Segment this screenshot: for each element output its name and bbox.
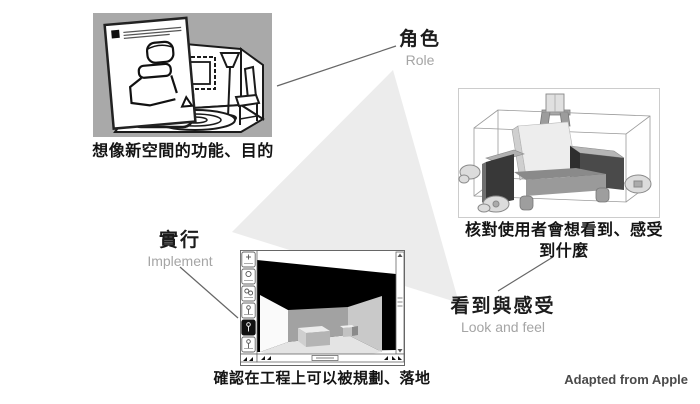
voxel-caption-line2: 到什麼 <box>539 243 589 260</box>
voxel-caption: 核對使用者會想看到、感受 到什麼 <box>446 220 682 262</box>
chair-sketch <box>234 65 261 125</box>
connector-lookfeel-line <box>497 256 554 292</box>
node-implement-zh: 實行 <box>158 230 201 251</box>
rendered-couch-box <box>298 326 330 347</box>
voxel-armchair <box>482 121 625 211</box>
node-implement: 實行 Implement <box>136 230 224 270</box>
credit-text: Adapted from Apple <box>564 372 688 387</box>
software-caption: 確認在工程上可以被規劃、落地 <box>213 370 431 387</box>
node-role: 角色 Role <box>378 29 462 69</box>
voxel-figure <box>458 88 660 218</box>
room-sketch-figure <box>93 13 272 137</box>
spec-card-sketch <box>103 16 197 130</box>
connector-implement-line <box>179 266 239 319</box>
cantilever-chair-sketch <box>128 40 178 107</box>
voxel-corner-objects <box>458 164 652 213</box>
sketch-caption: 想像新空間的功能、目的 <box>92 143 274 160</box>
rendered-small-box <box>340 325 358 337</box>
node-look-and-feel: 看到與感受 Look and feel <box>443 296 563 336</box>
connector-role-line <box>276 45 397 87</box>
walkthrough-app-screenshot <box>240 250 405 366</box>
toolbar-corner <box>240 353 258 363</box>
node-look-and-feel-en: Look and feel <box>460 319 546 335</box>
app-vertical-scrollbar <box>395 251 405 355</box>
node-implement-en: Implement <box>147 253 213 269</box>
voxel-caption-line1: 核對使用者會想看到、感受 <box>464 222 663 239</box>
node-look-and-feel-zh: 看到與感受 <box>450 296 556 317</box>
card-triangle-icon <box>180 95 194 108</box>
walkthrough-app-figure <box>240 250 405 366</box>
app-horizontal-scrollbar <box>256 353 405 363</box>
voxel-armchair-illustration <box>458 88 660 218</box>
app-toolbar <box>240 250 258 363</box>
node-role-en: Role <box>405 52 435 68</box>
voxel-lamp <box>539 93 571 127</box>
room-sketch-illustration <box>93 13 272 137</box>
rendered-room <box>260 295 382 356</box>
node-role-zh: 角色 <box>398 29 441 50</box>
triangle-shape <box>232 70 459 303</box>
card-square-icon <box>111 29 120 39</box>
